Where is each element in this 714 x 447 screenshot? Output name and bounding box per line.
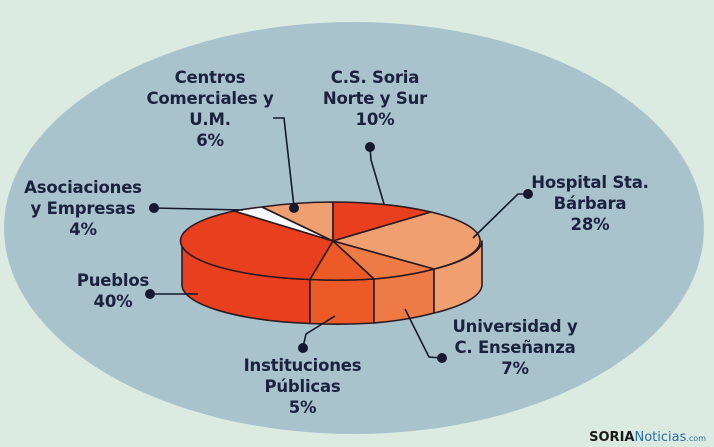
label-text: Asociaciones	[24, 178, 142, 197]
label-text: Instituciones	[243, 356, 362, 375]
slice-side-instituciones	[309, 278, 375, 325]
brand-watermark: SORIANoticias.com	[589, 430, 706, 445]
label-universidad: Universidad y C. Enseñanza 7%	[440, 316, 590, 379]
dot-centros	[289, 203, 299, 213]
leader-cs-soria	[369, 147, 385, 205]
label-centros: Centros Comerciales y U.M. 6%	[140, 67, 280, 151]
label-text: Hospital Sta.	[531, 173, 649, 192]
label-text: Norte y Sur	[322, 89, 428, 108]
label-cs-soria: C.S. Soria Norte y Sur 10%	[315, 67, 435, 130]
label-text: C.S. Soria	[330, 68, 420, 87]
label-text: U.M.	[189, 110, 231, 129]
label-asociaciones: Asociaciones y Empresas 4%	[18, 177, 148, 240]
label-pueblos: Pueblos 40%	[68, 270, 158, 312]
label-percent: 10%	[355, 110, 395, 129]
label-text: y Empresas	[30, 199, 136, 218]
label-text: Universidad y	[452, 317, 578, 336]
leader-asociaciones	[153, 207, 244, 211]
brand-part1: SORIA	[589, 430, 635, 445]
dot-instituciones	[298, 343, 308, 353]
label-percent: 40%	[93, 292, 133, 311]
label-instituciones: Instituciones Públicas 5%	[230, 355, 375, 418]
slice-instituciones[interactable]	[309, 240, 375, 281]
label-text: Bárbara	[553, 194, 627, 213]
dot-asociaciones	[149, 203, 159, 213]
label-hospital: Hospital Sta. Bárbara 28%	[520, 172, 660, 235]
brand-part3: .com	[686, 434, 706, 443]
label-text: C. Enseñanza	[454, 338, 576, 357]
label-text: Públicas	[264, 377, 341, 396]
leader-centros	[273, 117, 295, 208]
label-text: Pueblos	[76, 271, 150, 290]
leader-instituciones	[302, 315, 336, 348]
label-percent: 7%	[501, 359, 529, 378]
label-text: Centros	[174, 68, 246, 87]
dot-universidad	[437, 353, 447, 363]
slice-pueblos[interactable]	[179, 210, 334, 281]
label-percent: 5%	[288, 398, 317, 417]
label-percent: 28%	[570, 215, 610, 234]
dot-cs-soria	[365, 142, 375, 152]
dot-pueblos	[145, 289, 155, 299]
label-percent: 6%	[196, 131, 224, 150]
slice-hospital[interactable]	[332, 211, 481, 270]
dot-hospital	[523, 189, 533, 199]
label-text: Comerciales y	[146, 89, 274, 108]
label-percent: 4%	[69, 220, 97, 239]
slice-cs-soria[interactable]	[332, 201, 432, 242]
brand-part2: Noticias	[634, 430, 687, 445]
